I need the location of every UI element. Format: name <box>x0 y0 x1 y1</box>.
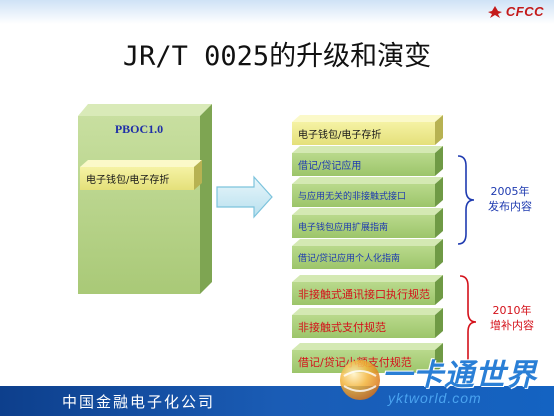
brace-2005-icon <box>457 155 475 245</box>
right-item-5: 借记/贷记应用个人化指南 <box>292 246 443 269</box>
watermark-ball-icon <box>340 360 380 400</box>
page-title: JR/T 0025的升级和演变 <box>122 41 432 72</box>
pboc-box: PBOC1.0 <box>78 104 212 294</box>
logo-mark-icon <box>487 5 502 18</box>
right-item-6: 非接触式通讯接口执行规范 <box>292 282 443 305</box>
right-item-1: 电子钱包/电子存折 <box>292 122 443 145</box>
right-item-7: 非接触式支付规范 <box>292 315 443 338</box>
pboc-label: PBOC1.0 <box>114 122 164 136</box>
company-name: 中国金融电子化公司 <box>62 393 216 411</box>
watermark: 一卡通世界 yktworld.com <box>330 350 554 416</box>
footer-band <box>0 386 554 416</box>
pboc-inner-item: 电子钱包/电子存折 <box>80 167 202 190</box>
group-label-2005: 2005年 发布内容 <box>488 185 532 213</box>
right-item-3: 与应用无关的非接触式接口 <box>292 184 443 207</box>
header-band: CFCC <box>0 0 554 24</box>
group-label-2010: 2010年 增补内容 <box>490 304 534 332</box>
right-item-4: 电子钱包应用扩展指南 <box>292 215 443 238</box>
cfcc-logo: CFCC <box>487 4 544 19</box>
brace-2010-icon <box>459 275 477 369</box>
watermark-url: yktworld.com <box>388 390 482 406</box>
logo-text: CFCC <box>505 4 544 19</box>
right-arrow-icon <box>216 175 273 219</box>
watermark-title: 一卡通世界 <box>382 358 537 393</box>
right-item-2: 借记/贷记应用 <box>292 153 443 176</box>
